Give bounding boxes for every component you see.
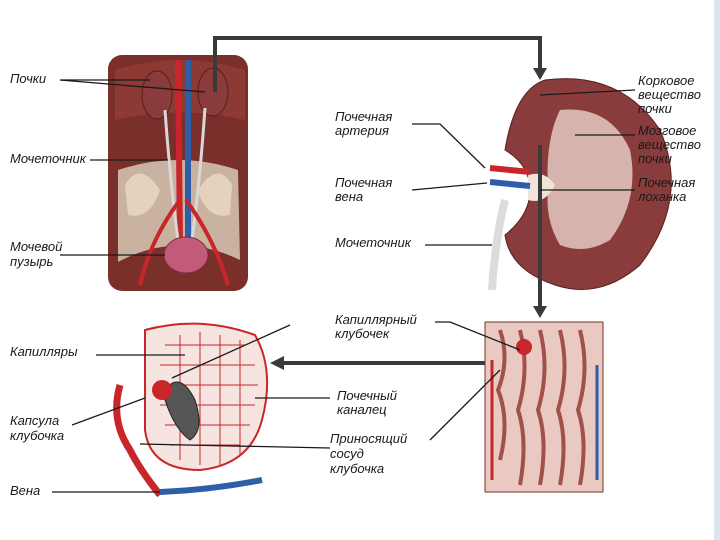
label-pelvis-line-2: лоханка bbox=[638, 190, 686, 204]
nephron-illustration bbox=[117, 324, 267, 495]
label-medulla-line-2: вещество bbox=[638, 138, 701, 152]
label-capsule-line-2: клубочка bbox=[10, 429, 64, 443]
label-afferent-line-3: клубочка bbox=[330, 462, 384, 476]
label-ureter-left: Мочеточник bbox=[10, 152, 86, 166]
label-capillary-glomerulus-line-2: клубочек bbox=[335, 327, 389, 341]
label-tubule-line-2: каналец bbox=[337, 403, 387, 417]
label-capillaries: Капилляры bbox=[10, 345, 78, 359]
label-bladder-line-1: Мочевой bbox=[10, 240, 62, 254]
label-capsule-line-1: Капсула bbox=[10, 414, 59, 428]
label-medulla-line-1: Мозговое bbox=[638, 124, 696, 138]
label-afferent-line-1: Приносящий bbox=[330, 432, 407, 446]
label-tubule-line-1: Почечный bbox=[337, 389, 397, 403]
label-cortex-line-3: почки bbox=[638, 102, 672, 116]
label-kidneys: Почки bbox=[10, 72, 46, 86]
label-afferent-line-2: сосуд bbox=[330, 447, 364, 461]
tissue-illustration bbox=[485, 322, 603, 492]
label-cortex-line-2: вещество bbox=[638, 88, 701, 102]
label-vein: Вена bbox=[10, 484, 40, 498]
right-edge-strip bbox=[714, 0, 720, 540]
label-ureter-right: Мочеточник bbox=[335, 236, 411, 250]
label-renal-vein-line-1: Почечная bbox=[335, 176, 392, 190]
label-medulla-line-3: почки bbox=[638, 152, 672, 166]
label-pelvis-line-1: Почечная bbox=[638, 176, 695, 190]
label-renal-vein-line-2: вена bbox=[335, 190, 363, 204]
label-renal-artery-line-2: артерия bbox=[335, 124, 389, 138]
label-capillary-glomerulus-line-1: Капиллярный bbox=[335, 313, 417, 327]
label-renal-artery-line-1: Почечная bbox=[335, 110, 392, 124]
label-cortex-line-1: Корковое bbox=[638, 74, 694, 88]
label-bladder-line-2: пузырь bbox=[10, 255, 53, 269]
